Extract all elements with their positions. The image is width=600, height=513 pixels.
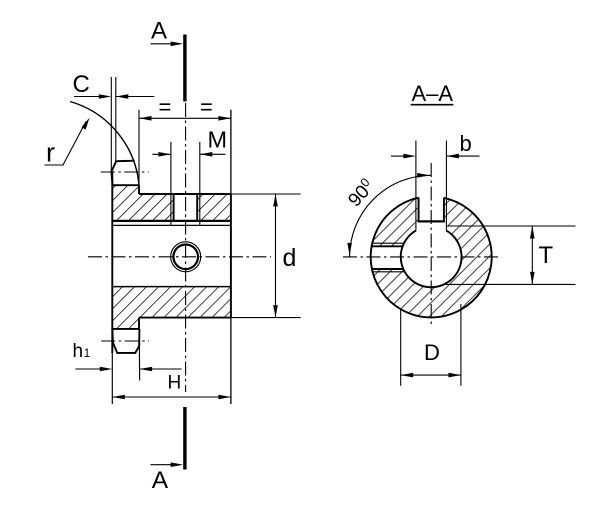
svg-text:=: =	[200, 95, 213, 120]
svg-text:h: h	[73, 341, 84, 362]
svg-text:r: r	[46, 137, 55, 167]
svg-text:b: b	[460, 131, 472, 156]
svg-text:M: M	[208, 127, 228, 153]
svg-text:D: D	[424, 340, 440, 365]
svg-text:C: C	[73, 71, 90, 98]
svg-text:A: A	[152, 467, 169, 494]
svg-text:A–A: A–A	[412, 81, 454, 106]
svg-text:H: H	[168, 373, 182, 394]
svg-text:1: 1	[84, 348, 90, 360]
svg-text:=: =	[159, 95, 172, 120]
svg-text:A: A	[151, 18, 167, 45]
svg-text:d: d	[283, 244, 297, 272]
svg-text:T: T	[539, 242, 554, 269]
